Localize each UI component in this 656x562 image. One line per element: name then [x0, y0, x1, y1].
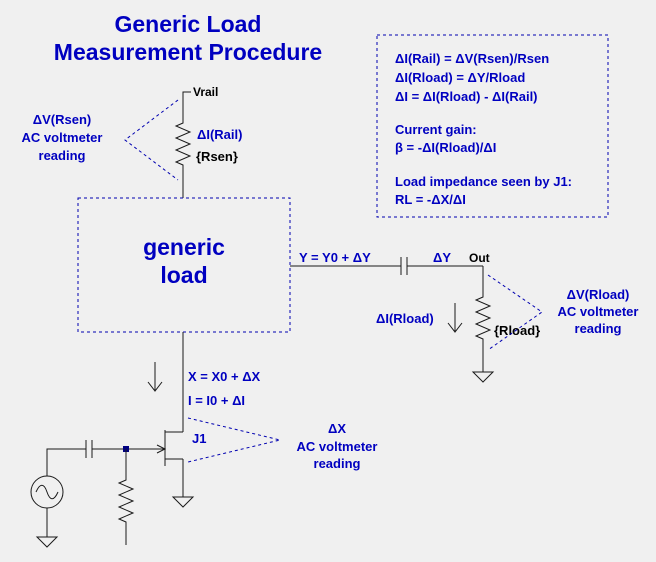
j1-jfet: [126, 430, 184, 497]
rsen-resistor: [174, 91, 192, 198]
dv-rsen-label-1: ΔV(Rsen): [33, 112, 91, 127]
rsen-voltmeter-probe: [124, 99, 179, 181]
info-line-1: ΔI(Rail) = ΔV(Rsen)/Rsen: [395, 51, 549, 66]
title-line-1: Generic Load: [115, 11, 262, 37]
di-rload-arrow-icon: [447, 303, 463, 333]
generic-load-label-1: generic: [143, 234, 225, 260]
dx-label-1: ΔX: [328, 421, 346, 436]
dx-label-3: reading: [314, 456, 361, 471]
ac-source-icon: [30, 475, 64, 509]
dy-label: ΔY: [433, 250, 451, 265]
rload-label: {Rload}: [494, 323, 540, 338]
source-wire: [46, 448, 86, 476]
info-line-3: ΔI = ΔI(Rload) - ΔI(Rail): [395, 89, 538, 104]
source-ground-icon: [35, 536, 59, 548]
title-line-2: Measurement Procedure: [54, 39, 322, 65]
j1-label: J1: [192, 431, 206, 446]
i-equation-label: I = I0 + ΔI: [188, 393, 245, 408]
rload-voltmeter-probe: [487, 274, 543, 351]
out-label: Out: [469, 251, 490, 265]
dv-rload-label-2: AC voltmeter: [558, 304, 639, 319]
vrail-label: Vrail: [193, 85, 218, 99]
rload-resistor: [474, 266, 492, 372]
info-line-5: Current gain:: [395, 122, 477, 137]
info-line-6: β = -ΔI(Rload)/ΔI: [395, 140, 496, 155]
generic-load-box: [77, 197, 291, 333]
generic-load-label-2: load: [160, 262, 207, 288]
di-rail-label: ΔI(Rail): [197, 127, 242, 142]
di-rload-label: ΔI(Rload): [376, 311, 434, 326]
rsen-label: {Rsen}: [196, 149, 238, 164]
info-box: [376, 34, 609, 218]
dv-rload-label-1: ΔV(Rload): [567, 287, 630, 302]
x-equation-label: X = X0 + ΔX: [188, 369, 261, 384]
j1-ground-icon: [171, 496, 195, 508]
dx-label-2: AC voltmeter: [297, 439, 378, 454]
dv-rsen-label-2: AC voltmeter: [22, 130, 103, 145]
dv-rsen-label-3: reading: [39, 148, 86, 163]
info-line-8: Load impedance seen by J1:: [395, 174, 572, 189]
y-equation-label: Y = Y0 + ΔY: [299, 250, 371, 265]
gate-bias-resistor: [117, 449, 135, 545]
info-line-9: RL = -ΔX/ΔI: [395, 192, 466, 207]
current-arrow-icon: [147, 362, 163, 392]
dv-rload-label-3: reading: [575, 321, 622, 336]
j1-voltmeter-probe: [187, 417, 281, 463]
rload-ground-icon: [471, 371, 495, 383]
info-line-2: ΔI(Rload) = ΔY/Rload: [395, 70, 525, 85]
